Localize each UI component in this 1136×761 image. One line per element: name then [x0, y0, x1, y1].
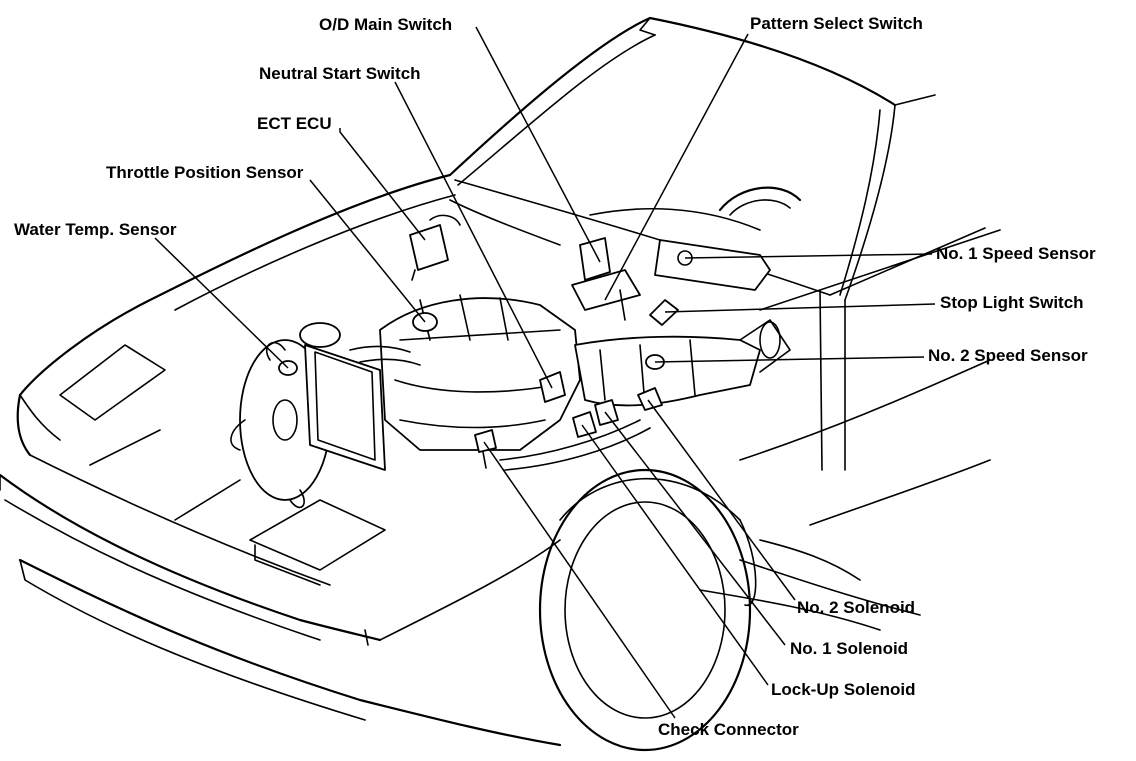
- leader-water-temp-sensor: [154, 237, 289, 369]
- label-lockup-solenoid: Lock-Up Solenoid: [771, 680, 916, 699]
- component-parts: [278, 214, 771, 469]
- od-switch-unit: [579, 237, 611, 281]
- label-water-temp-sensor: Water Temp. Sensor: [14, 220, 177, 239]
- label-neutral-start-switch: Neutral Start Switch: [259, 64, 421, 83]
- neutral-start-switch-unit: [539, 371, 566, 403]
- instrument-cluster: [654, 239, 771, 291]
- leader-check-connector: [483, 441, 676, 719]
- label-od-main-switch: O/D Main Switch: [319, 15, 452, 34]
- label-no2-speed-sensor: No. 2 Speed Sensor: [928, 346, 1088, 365]
- leader-pattern-select-switch: [604, 33, 749, 301]
- leader-ect-ecu: [339, 128, 426, 241]
- label-pattern-select-switch: Pattern Select Switch: [750, 14, 923, 33]
- shift-console: [571, 269, 641, 311]
- leader-throttle-position-sensor: [309, 179, 426, 323]
- leader-no2-speed-sensor: [654, 356, 925, 363]
- stop-light-switch-unit: [649, 299, 679, 326]
- front-wheel: [538, 468, 757, 752]
- label-no1-solenoid: No. 1 Solenoid: [790, 639, 908, 658]
- leader-no2-solenoid: [647, 399, 796, 601]
- check-connector-unit: [474, 429, 497, 453]
- label-ect-ecu: ECT ECU: [257, 114, 332, 133]
- engine-assembly: [230, 294, 791, 509]
- leader-no1-speed-sensor: [684, 253, 933, 259]
- lockup-solenoid-unit: [572, 411, 597, 438]
- no1-solenoid-unit: [594, 399, 619, 426]
- ect-ecu-unit: [409, 224, 449, 271]
- callout-labels: O/D Main Switch Pattern Select Switch Ne…: [14, 14, 1096, 739]
- leader-no1-solenoid: [604, 411, 786, 646]
- leader-od-main-switch: [475, 26, 601, 263]
- no2-solenoid-unit: [637, 387, 663, 411]
- leader-neutral-start-switch: [394, 81, 553, 389]
- leader-stop-light-switch: [664, 303, 936, 313]
- label-throttle-position-sensor: Throttle Position Sensor: [106, 163, 304, 182]
- car-body-outline: [0, 16, 1001, 747]
- label-check-connector: Check Connector: [658, 720, 799, 739]
- label-stop-light-switch: Stop Light Switch: [940, 293, 1084, 312]
- label-no2-solenoid: No. 2 Solenoid: [797, 598, 915, 617]
- leader-lines: [154, 26, 936, 719]
- label-no1-speed-sensor: No. 1 Speed Sensor: [936, 244, 1096, 263]
- leader-lockup-solenoid: [581, 424, 769, 686]
